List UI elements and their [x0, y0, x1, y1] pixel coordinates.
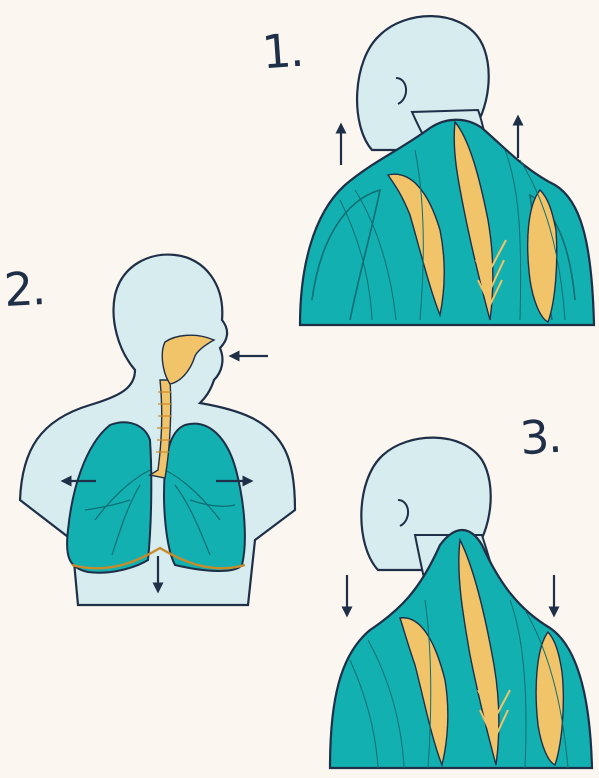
- step-3-label: 3.: [518, 409, 562, 466]
- step-2-label: 2.: [3, 261, 46, 317]
- step-1-label: 1.: [260, 23, 304, 80]
- figure-1-shoulders-raised: [300, 16, 594, 325]
- figure-2-body: [20, 255, 295, 605]
- figure-2-lungs: [20, 255, 295, 605]
- figure-3-shoulders-relaxed: [330, 438, 592, 768]
